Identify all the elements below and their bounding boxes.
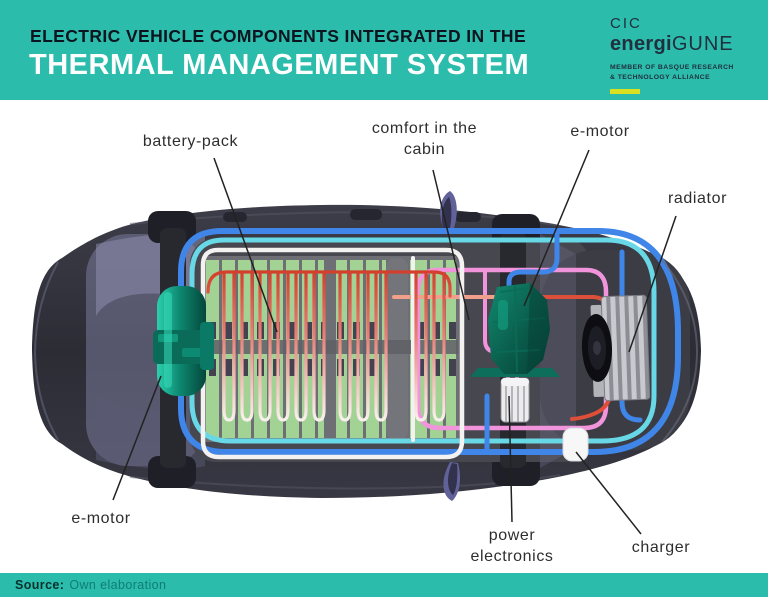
label-e-motor-front: e-motor: [570, 123, 630, 140]
source-label: Source:: [15, 578, 65, 592]
title-line-1: ELECTRIC VEHICLE COMPONENTS INTEGRATED I…: [30, 26, 527, 46]
label-power-electronics: power electronics: [470, 527, 554, 566]
label-battery-pack: battery-pack: [142, 133, 239, 150]
page-title: THERMAL MANAGEMENT SYSTEM: [29, 49, 530, 81]
white-loop: [200, 247, 465, 460]
logo-tagline-line2: & TECHNOLOGY ALLIANCE: [610, 74, 711, 82]
logo-tagline-line1: MEMBER OF BASQUE RESEARCH: [610, 64, 734, 71]
battery-cooling-serpentine: [206, 270, 452, 422]
leader-lines: [112, 149, 677, 535]
footer-bar: Source: Own elaboration: [0, 573, 768, 597]
front-bumper-line: [661, 259, 699, 443]
logo-gune-text: GUNE: [671, 33, 734, 55]
label-charger: charger: [631, 539, 691, 556]
logo-cic-text: CIC: [610, 15, 642, 32]
charger-graphic: [562, 427, 589, 462]
radiator-graphic: [581, 294, 651, 402]
label-e-motor-rear: e-motor: [71, 510, 131, 527]
e-motor-front-graphic: [470, 283, 560, 377]
e-motor-rear-graphic: [153, 286, 214, 396]
blue-loop: [178, 228, 681, 455]
label-cabin-comfort: comfort in the cabin: [371, 120, 478, 159]
logo-wordmark: energiGUNE: [610, 33, 760, 56]
windshield: [540, 234, 576, 468]
source-value: Own elaboration: [69, 578, 167, 592]
logo-tagline: MEMBER OF BASQUE RESEARCH & TECHNOLOGY A…: [610, 63, 760, 83]
logo-energi-text: energi: [610, 33, 672, 55]
power-electronics-graphic: [500, 377, 530, 423]
header-banner: ELECTRIC VEHICLE COMPONENTS INTEGRATED I…: [0, 0, 768, 100]
label-radiator: radiator: [667, 190, 728, 207]
pink-loop: [415, 267, 609, 431]
cyan-loop: [189, 237, 657, 444]
cic-energigune-logo: CIC energiGUNE MEMBER OF BASQUE RESEARCH…: [610, 15, 760, 95]
logo-yellow-bar: [610, 89, 640, 95]
